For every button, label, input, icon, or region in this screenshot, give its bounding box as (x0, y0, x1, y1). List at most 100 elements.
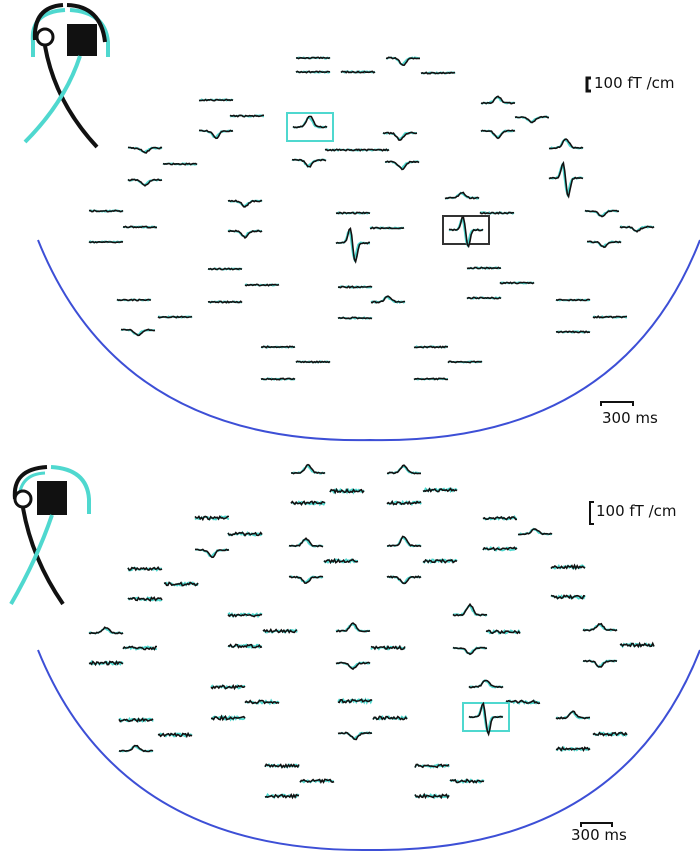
head-laterality-icon (23, 3, 110, 149)
sensor-trace-condition-a (340, 70, 376, 74)
sensor-trace-condition-a (88, 626, 124, 635)
sensor-trace-condition-a (227, 643, 263, 649)
sensor-trace-condition-a (88, 660, 124, 667)
sensor-trace-condition-a (207, 300, 243, 304)
sensor-trace-condition-a (414, 792, 450, 800)
sensor-trace-condition-a (452, 602, 488, 617)
sensor-trace-condition-a (199, 129, 234, 140)
sensor-trace-condition-a (584, 209, 620, 218)
time-scale-bar-bottom (580, 822, 613, 827)
sensor-trace-condition-a (157, 731, 193, 739)
sensor-trace-condition-a (288, 575, 324, 585)
sensor-trace-condition-a (88, 240, 124, 244)
top-traces (88, 56, 655, 381)
time-scale-label-bottom: 300 ms (571, 826, 627, 844)
highlighted-sensor-box (462, 702, 510, 732)
sensor-trace-condition-a (582, 659, 618, 668)
sensor-trace-condition-a (210, 683, 246, 691)
sensor-trace-condition-a (227, 229, 263, 240)
sensor-trace-condition-a (555, 710, 591, 720)
sensor-trace-condition-a (163, 581, 199, 587)
sensor-trace-condition-a (335, 226, 370, 264)
sensor-trace-condition-a (452, 646, 488, 656)
sensor-trace-condition-a (194, 515, 230, 522)
sensor-trace-condition-a (387, 464, 421, 475)
sensor-trace-condition-a (157, 315, 193, 319)
time-scale-bar-top (600, 401, 634, 406)
sensor-trace-condition-a (386, 56, 420, 67)
sensor-trace-condition-a (422, 487, 458, 493)
helmet-outline-bottom (37, 649, 700, 852)
sensor-trace-condition-a (370, 295, 405, 304)
amplitude-scale-label-top: 100 fT /cm (594, 74, 675, 92)
time-scale-label-top: 300 ms (602, 409, 658, 427)
sensor-trace-condition-a (262, 628, 298, 634)
sensor-trace-condition-a (555, 745, 591, 752)
sensor-trace-condition-a (198, 98, 234, 102)
sensor-trace-condition-a (422, 558, 458, 564)
sensor-trace-condition-a (288, 537, 324, 548)
head-laterality-icon (9, 465, 91, 606)
sensor-trace-condition-a (479, 211, 515, 215)
sensor-trace-condition-a (337, 285, 373, 289)
sensor-trace-condition-a (295, 70, 331, 74)
sensor-trace-condition-a (120, 328, 156, 337)
sensor-trace-condition-a (337, 698, 373, 704)
sensor-trace-condition-a (420, 71, 456, 75)
amplitude-scale-bar-top (585, 76, 591, 93)
sensor-trace-condition-a (449, 778, 485, 784)
sensor-trace-condition-a (227, 199, 263, 208)
sensor-trace-condition-a (335, 211, 371, 215)
sensor-trace-condition-a (127, 596, 163, 602)
sensor-trace-condition-a (382, 131, 418, 142)
sensor-trace-condition-a (499, 281, 535, 285)
sensor-trace-condition-a (555, 298, 591, 302)
sensor-trace-condition-a (480, 129, 516, 140)
sensor-trace-condition-a (386, 499, 422, 506)
sensor-trace-condition-a (323, 557, 359, 565)
sensor-trace-condition-a (295, 56, 331, 60)
sensor-trace-condition-a (482, 546, 518, 552)
sensor-trace-condition-a (444, 191, 480, 200)
sensor-trace-condition-a (592, 315, 628, 319)
sensor-trace-condition-a (514, 115, 549, 124)
sensor-trace-condition-a (122, 225, 158, 229)
sensor-trace-condition-a (116, 298, 152, 302)
sensor-trace-condition-a (354, 148, 390, 152)
sensor-trace-condition-a (592, 731, 628, 737)
sensor-trace-condition-a (227, 613, 263, 618)
sensor-trace-condition-a (290, 463, 326, 475)
sensor-trace-condition-a (372, 715, 408, 721)
helmet-outline-top (37, 239, 700, 442)
sensor-trace-condition-a (336, 622, 371, 633)
sensor-trace-condition-a (505, 699, 541, 705)
amplitude-scale-label-bottom: 100 fT /cm (596, 502, 677, 520)
sensor-trace-condition-a (548, 138, 584, 150)
sensor-trace-condition-a (386, 535, 422, 548)
bottom-traces (88, 463, 655, 800)
top-panel: 100 fT /cm 300 ms (23, 3, 700, 442)
sensor-trace-condition-a (466, 296, 502, 300)
sensor-trace-condition-a (587, 240, 622, 249)
sensor-trace-condition-a (414, 763, 450, 769)
sensor-trace-condition-a (370, 226, 405, 230)
sensor-trace-condition-a (324, 148, 360, 152)
highlighted-sensor-box (286, 112, 334, 142)
sensor-trace-condition-a (127, 566, 163, 572)
sensor-trace-condition-a (88, 209, 124, 213)
sensor-trace-condition-a (195, 548, 230, 559)
sensor-trace-condition-a (582, 622, 618, 632)
sensor-trace-condition-a (264, 792, 300, 800)
sensor-trace-condition-a (335, 661, 371, 671)
sensor-trace-condition-a (260, 377, 296, 381)
sensor-trace-condition-a (448, 216, 484, 249)
highlighted-sensor-box (442, 215, 490, 245)
sensor-trace-condition-b (329, 487, 365, 495)
sensor-trace-condition-a (386, 575, 422, 585)
sensor-trace-condition-a (227, 531, 263, 537)
sensor-trace-condition-a (295, 360, 331, 364)
sensor-trace-condition-a (260, 345, 296, 349)
sensor-trace-condition-a (118, 717, 154, 723)
sensor-trace-condition-a (486, 629, 521, 635)
sensor-trace-condition-a (207, 267, 243, 271)
